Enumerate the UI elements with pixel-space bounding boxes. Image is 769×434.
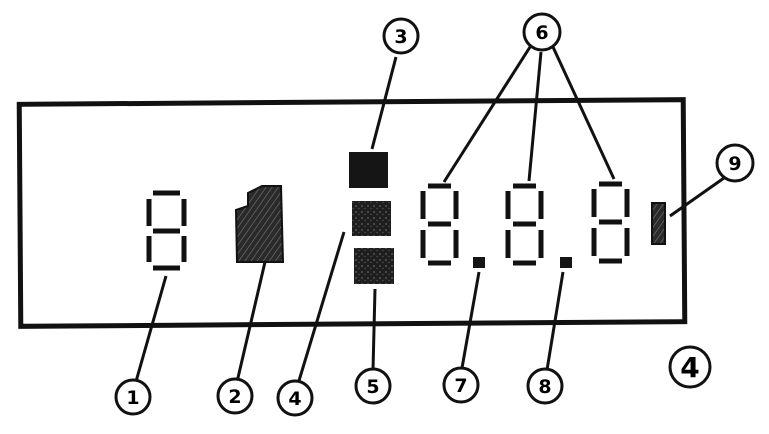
sign-segment-block xyxy=(234,185,285,263)
indicator-square-middle xyxy=(352,201,391,236)
callout-7-label: 7 xyxy=(454,375,467,397)
callout-7: 7 xyxy=(442,366,480,404)
large-digit-2 xyxy=(505,183,544,266)
callout-1-label: 1 xyxy=(126,387,139,409)
indicator-square-bottom xyxy=(354,248,394,284)
callout-8: 8 xyxy=(526,367,564,405)
callout-5-label: 5 xyxy=(366,376,379,398)
callout-9: 9 xyxy=(715,143,755,183)
callout-2-label: 2 xyxy=(228,386,241,408)
callout-3: 3 xyxy=(382,17,420,55)
callout-6: 6 xyxy=(522,12,562,52)
callout-4: 4 xyxy=(276,379,314,417)
side-indicator xyxy=(651,202,666,245)
figure-number-label: 4 xyxy=(680,351,699,384)
callout-8-label: 8 xyxy=(538,376,551,398)
callout-3-label: 3 xyxy=(394,26,407,48)
callout-1: 1 xyxy=(114,378,152,416)
decimal-point-1 xyxy=(473,257,485,268)
display-frame xyxy=(16,97,688,329)
callout-4-label: 4 xyxy=(288,388,301,410)
callout-5: 5 xyxy=(354,367,392,405)
callout-2: 2 xyxy=(216,377,254,415)
leader-lines xyxy=(133,46,725,386)
large-digit-1 xyxy=(420,183,459,266)
large-digit-3 xyxy=(591,181,630,264)
indicator-square-top xyxy=(349,152,388,188)
callout-6-label: 6 xyxy=(535,22,548,44)
single-seven-segment-digit xyxy=(146,190,187,271)
figure-number: 4 xyxy=(668,345,712,389)
callout-9-label: 9 xyxy=(728,153,741,175)
decimal-point-2 xyxy=(560,257,572,268)
